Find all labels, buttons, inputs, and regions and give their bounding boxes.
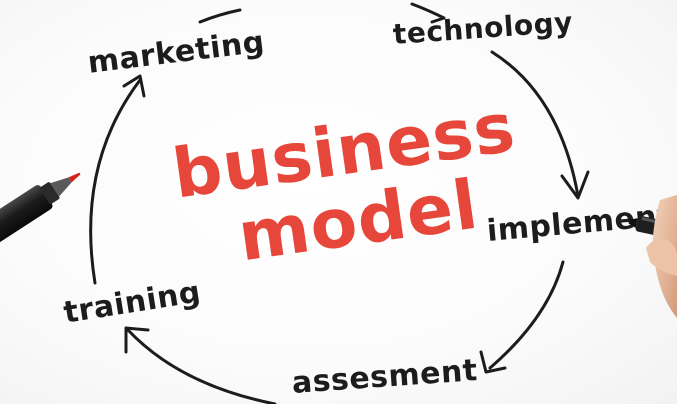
arc-marketing-to-technology xyxy=(198,8,242,24)
arc-assessment-to-training xyxy=(126,328,277,404)
arc-technology-to-implement xyxy=(490,50,580,198)
arrowhead-top xyxy=(410,2,446,24)
arrowhead-bottom-right xyxy=(479,350,507,374)
arc-training-to-marketing xyxy=(89,78,142,285)
arrowhead-right xyxy=(560,170,590,200)
arc-implement-to-assessment xyxy=(488,260,565,370)
arrowhead-bottom-left xyxy=(124,326,150,354)
arrowhead-left xyxy=(122,74,146,98)
